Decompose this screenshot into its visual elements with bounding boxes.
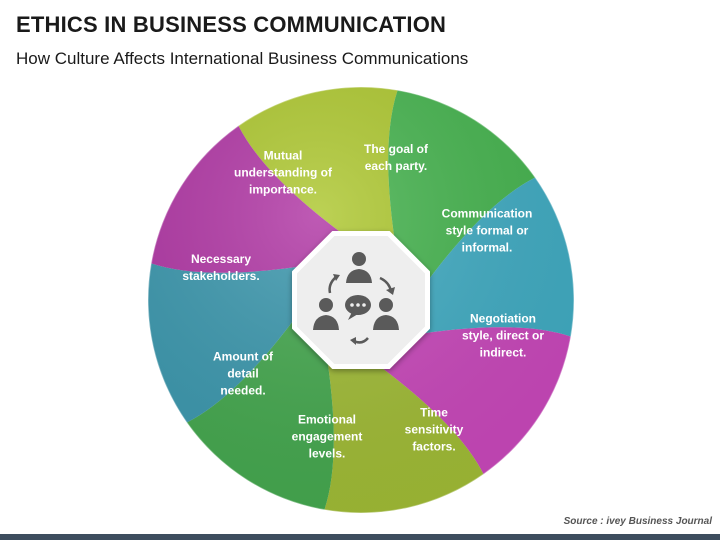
segment-label-negotiation-style: Negotiation style, direct or indirect. xyxy=(461,311,545,360)
segment-label-stakeholders: Necessary stakeholders. xyxy=(182,252,260,283)
bottom-bar xyxy=(0,534,720,540)
page-title: ETHICS IN BUSINESS COMMUNICATION xyxy=(16,12,447,37)
segment-label-emotional-engagement: Emotional engagement levels. xyxy=(291,412,363,461)
segment-label-goal: The goal of each party. xyxy=(364,142,428,173)
people-communication-icon xyxy=(313,252,399,345)
segment-label-time-sensitivity: Time sensitivity factors. xyxy=(404,405,464,454)
segment-label-amount-of-detail: Amount of detail needed. xyxy=(213,349,273,398)
source-note: Source : ivey Business Journal xyxy=(563,516,712,527)
segment-label-communication-style: Communication style formal or informal. xyxy=(441,206,533,255)
page-subtitle: How Culture Affects International Busine… xyxy=(16,49,469,68)
segment-label-mutual-understanding: Mutual understanding of importance. xyxy=(234,148,332,197)
